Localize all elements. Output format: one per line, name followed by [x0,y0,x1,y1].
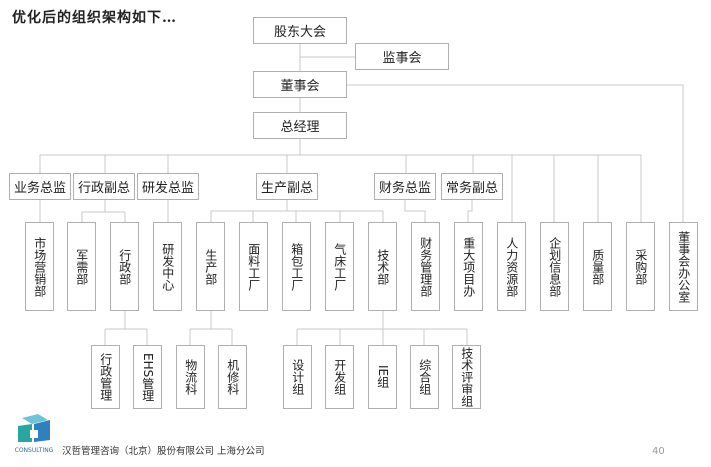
dept-box: 采购部 [626,222,655,311]
sub-unit-box: 综合组 [410,345,439,409]
sales-director-box: 业务总监 [9,173,71,200]
admin-vp-box: 行政副总 [73,173,135,200]
dept-box: 研发中心 [153,222,182,311]
finance-director-box: 财务总监 [374,173,436,200]
general-manager-box: 总经理 [253,112,347,139]
dept-box: 行政部 [110,222,139,311]
dept-box: 市场营销部 [25,222,54,311]
sub-unit-box: 设计组 [283,345,312,409]
dept-box: 重大项目办 [454,222,483,311]
dept-box: 气床工厂 [325,222,354,311]
dept-box: 军需部 [67,222,96,311]
dept-box: 财务管理部 [411,222,440,311]
rd-director-box: 研发总监 [137,173,199,200]
executive-vp-box: 常务副总 [441,173,503,200]
dept-box: 箱包工厂 [282,222,311,311]
dept-box: 技术部 [368,222,397,311]
production-vp-box: 生产副总 [256,173,318,200]
sub-unit-box: IE组 [368,345,397,409]
dept-box: 面料工厂 [239,222,268,311]
dept-box: 质量部 [583,222,612,311]
sub-unit-box: 物流科 [176,345,205,409]
sub-unit-box: 行政管理 [91,345,120,409]
board-of-directors-box: 董事会 [253,71,347,98]
sub-unit-box: 机修科 [218,345,247,409]
company-name: 汉哲管理咨询（北京）股份有限公司 上海分公司 [62,446,265,457]
supervisory-board-box: 监事会 [355,43,449,70]
dept-box: 人力资源部 [497,222,526,311]
svg-text:CONSULTING: CONSULTING [15,447,54,454]
dept-box: 企划信息部 [540,222,569,311]
sub-unit-box: 开发组 [325,345,354,409]
page-title: 优化后的组织架构如下… [12,10,177,26]
dept-box: 生产部 [196,222,225,311]
sub-unit-box: EHS管理 [133,345,162,409]
dept-box: 董事会办公室 [669,222,698,311]
shareholders-meeting-box: 股东大会 [253,17,347,44]
company-logo: CONSULTING [15,414,54,454]
page-number: 40 [652,446,665,457]
sub-unit-box: 技术评审组 [452,345,481,409]
